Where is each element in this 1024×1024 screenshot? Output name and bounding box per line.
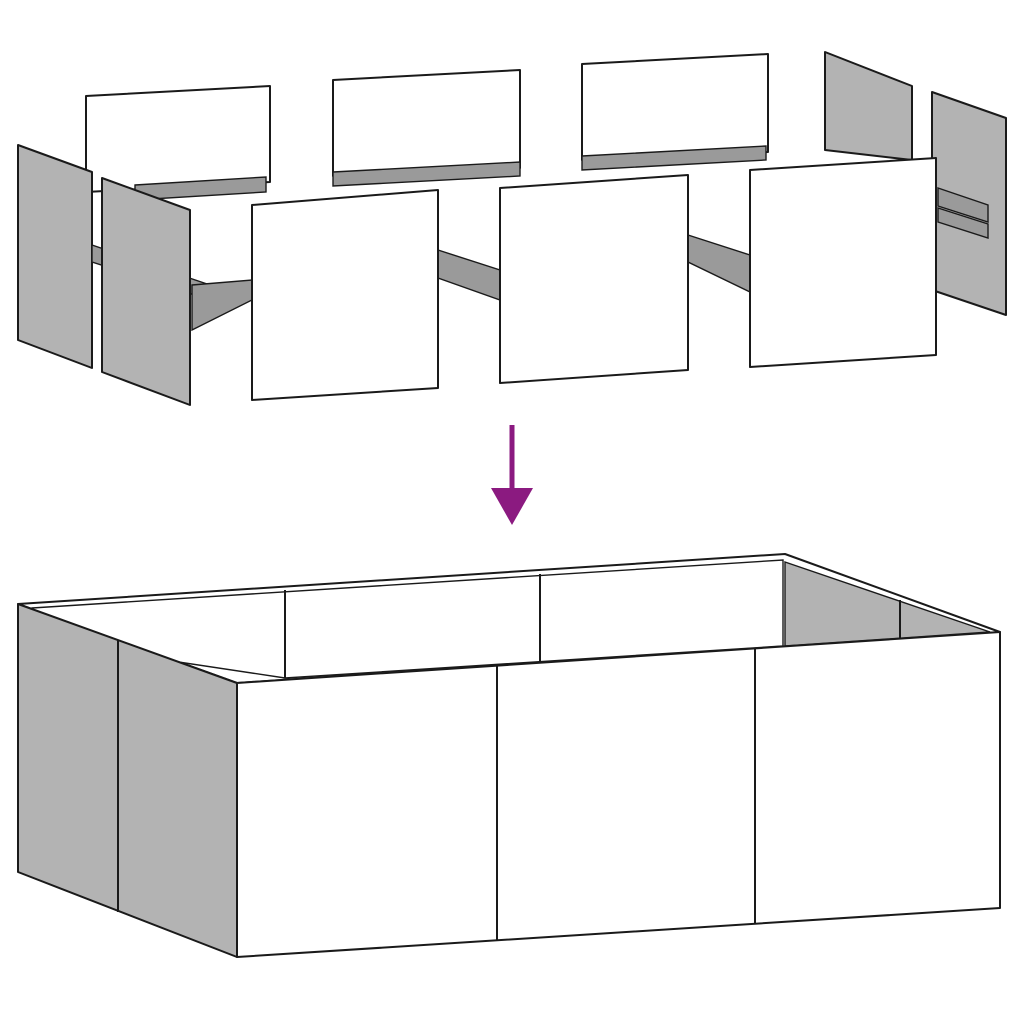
left-side-panel-back <box>17 144 93 369</box>
back-panel-2 <box>332 69 521 187</box>
front-panel-2 <box>499 174 689 384</box>
assembled-box <box>17 553 1001 958</box>
bracket-2 <box>437 249 501 301</box>
back-panel-3 <box>581 53 769 171</box>
right-side-panel-back <box>824 51 913 161</box>
left-side-panel-front <box>101 177 191 406</box>
bracket-1 <box>191 279 253 332</box>
bracket-right <box>937 187 989 223</box>
box-front-face <box>236 631 1001 958</box>
front-panel-3 <box>749 157 937 368</box>
bracket-3 <box>687 234 751 294</box>
front-panel-1 <box>251 189 439 401</box>
arrow-down-icon <box>491 425 533 525</box>
exploded-parts <box>17 51 1007 406</box>
box-inner-right-side <box>784 561 991 647</box>
bracket-right-lower <box>937 207 989 239</box>
